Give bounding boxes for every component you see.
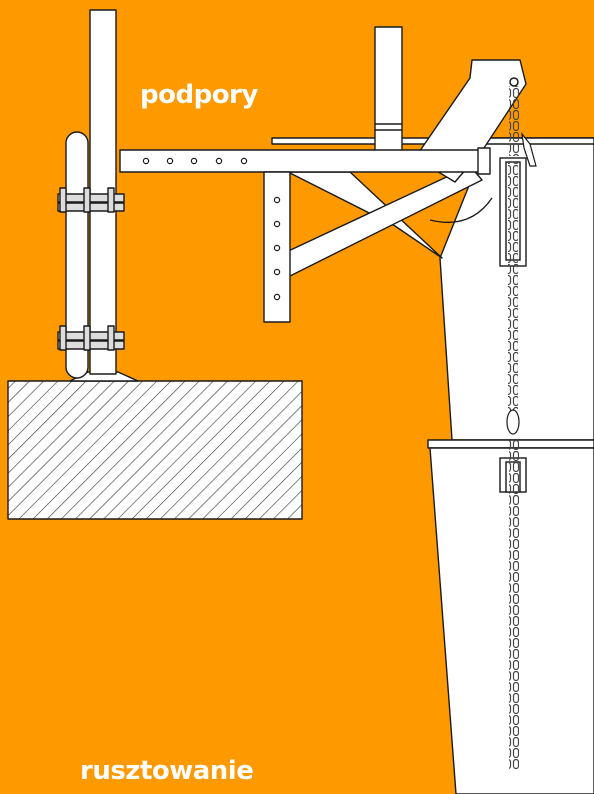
chain-carabiner-top (521, 131, 537, 167)
vertical-support-post (374, 26, 403, 152)
chain-middle (508, 162, 518, 412)
horizontal-arm (119, 149, 485, 173)
base-block (7, 380, 303, 520)
label-supports: podpory (140, 80, 258, 110)
arm-holes (142, 157, 248, 165)
upper-clamp (57, 187, 125, 213)
chain-carabiner-middle (506, 409, 520, 435)
chain-upper (509, 86, 519, 156)
lower-clamp (57, 325, 125, 351)
label-scaffolding: rusztowanie (80, 756, 254, 786)
hopper-arc (429, 197, 493, 224)
chain-lower (509, 440, 519, 770)
bracket-holes (273, 196, 281, 301)
arm-end-cap (477, 147, 491, 175)
